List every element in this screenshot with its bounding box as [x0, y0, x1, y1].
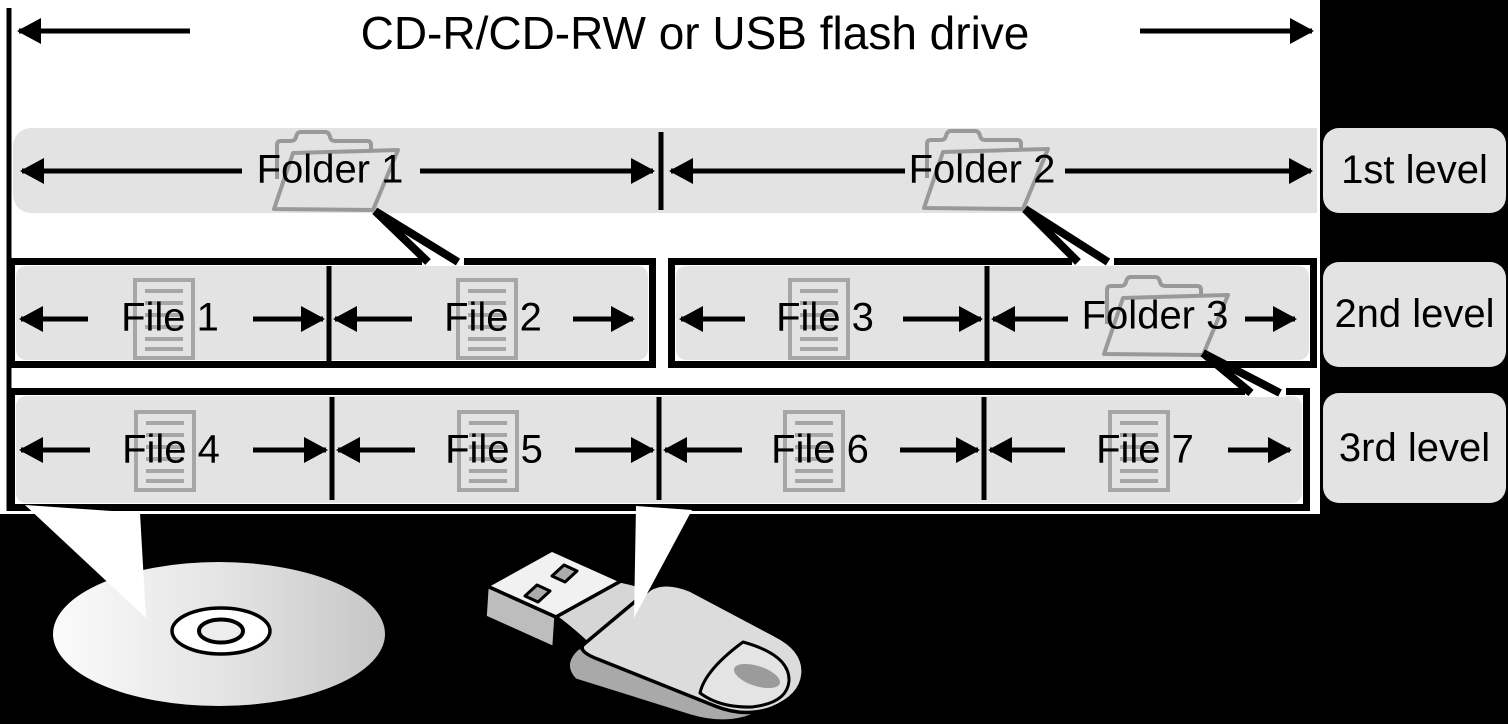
- file5-label: File 5: [445, 427, 543, 472]
- file7-label: File 7: [1096, 427, 1194, 472]
- level2-box-left-fill: [16, 266, 648, 360]
- level1-band: [13, 128, 1317, 213]
- usb-flash-drive-illustration: [483, 548, 805, 723]
- level1-label: 1st level: [1323, 128, 1506, 213]
- level2-label: 2nd level: [1323, 262, 1506, 367]
- level3-label-text: 3rd level: [1338, 425, 1491, 470]
- folder1-label: Folder 1: [256, 147, 404, 192]
- file4-label: File 4: [122, 427, 220, 472]
- file6-label: File 6: [771, 427, 869, 472]
- level2-box-left: [8, 258, 656, 368]
- usb-callout-pointer: [634, 506, 692, 618]
- folder2-label: Folder 2: [908, 147, 1056, 192]
- level3-label: 3rd level: [1323, 393, 1506, 503]
- file3-label: File 3: [776, 295, 874, 340]
- folder3-label: Folder 3: [1081, 293, 1229, 338]
- level2-label-text: 2nd level: [1334, 292, 1495, 336]
- file1-label: File 1: [121, 295, 219, 340]
- level1-label-text: 1st level: [1341, 148, 1488, 192]
- file2-label: File 2: [444, 295, 542, 340]
- cd-callout-pointer: [25, 505, 146, 618]
- cd-disc-illustration: [53, 562, 385, 706]
- diagram-title: CD-R/CD-RW or USB flash drive: [360, 7, 1030, 59]
